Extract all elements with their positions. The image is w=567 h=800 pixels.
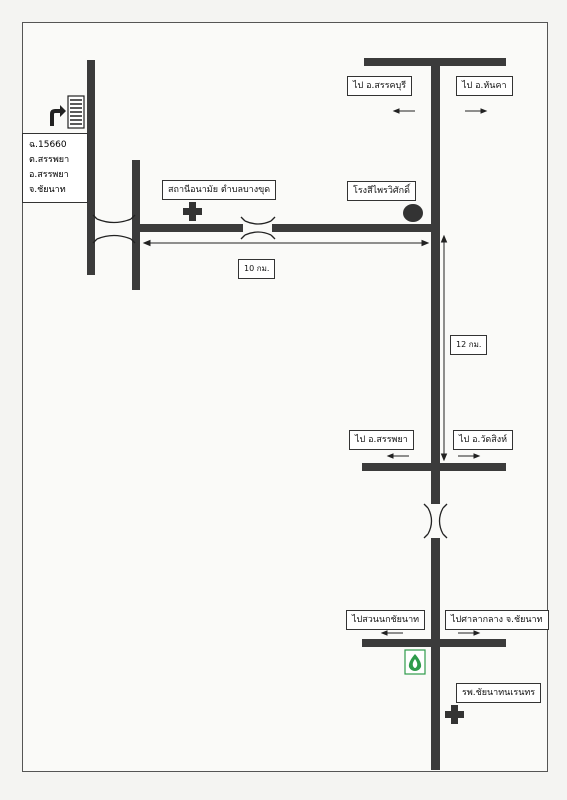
road-main-vertical-bottom <box>431 538 440 770</box>
distance-arrow-10km <box>142 239 430 247</box>
bridge-icon <box>240 216 276 240</box>
direction-arrow-left <box>386 453 409 459</box>
address-line: ต.สรรพยา <box>29 155 70 165</box>
address-line: อ.สรรพยา <box>29 170 69 180</box>
label-to-city-hall: ไปศาลากลาง จ.ชัยนาท <box>445 610 549 630</box>
turn-right-arrow-icon <box>50 105 66 126</box>
label-factory: โรงสีไพรวิศักดิ์ <box>347 181 416 201</box>
label-distance-10km: 10 กม. <box>238 259 276 279</box>
label-to-wat-sing: ไป อ.วัดสิงห์ <box>453 430 514 450</box>
label-hospital: รพ.ชัยนาทนเรนทร <box>456 683 542 703</box>
building-icon <box>67 95 85 129</box>
cross-icon <box>445 705 464 724</box>
label-to-bird-park: ไปสวนนกชัยนาท <box>346 610 426 630</box>
road-bottom-horizontal <box>362 639 506 647</box>
circle-marker-icon <box>403 204 423 222</box>
road-main-vertical-top <box>431 66 440 504</box>
direction-arrow-right <box>458 630 481 636</box>
label-to-sankhaburi: ไป อ.สรรคบุรี <box>347 76 413 96</box>
direction-arrow-left <box>392 108 415 114</box>
label-health-station: สถานีอนามัย ตำบลบางขุด <box>162 180 277 200</box>
direction-arrow-right <box>465 108 488 114</box>
bridge-icon <box>92 214 136 244</box>
road-cross-horizontal <box>362 463 506 471</box>
road-horizontal-a <box>140 224 243 232</box>
label-to-hankha: ไป อ.หันคา <box>456 76 513 96</box>
address-line: ฉ.15660 <box>29 140 67 150</box>
label-to-sapphaya: ไป อ.สรรพยา <box>349 430 414 450</box>
address-box: ฉ.15660 ต.สรรพยา อ.สรรพยา จ.ชัยนาท <box>22 133 88 203</box>
road-top-horizontal <box>364 58 506 66</box>
map-frame <box>22 22 548 772</box>
road-horizontal-b <box>272 224 432 232</box>
road-second-vertical <box>132 160 140 290</box>
bridge-icon <box>423 503 448 539</box>
address-line: จ.ชัยนาท <box>29 185 66 195</box>
road-left-vertical <box>87 60 95 275</box>
label-distance-12km: 12 กม. <box>450 335 488 355</box>
cross-icon <box>183 202 202 221</box>
hospital-logo-icon <box>404 649 426 675</box>
distance-arrow-12km <box>440 234 448 462</box>
direction-arrow-right <box>458 453 481 459</box>
direction-arrow-left <box>380 630 403 636</box>
